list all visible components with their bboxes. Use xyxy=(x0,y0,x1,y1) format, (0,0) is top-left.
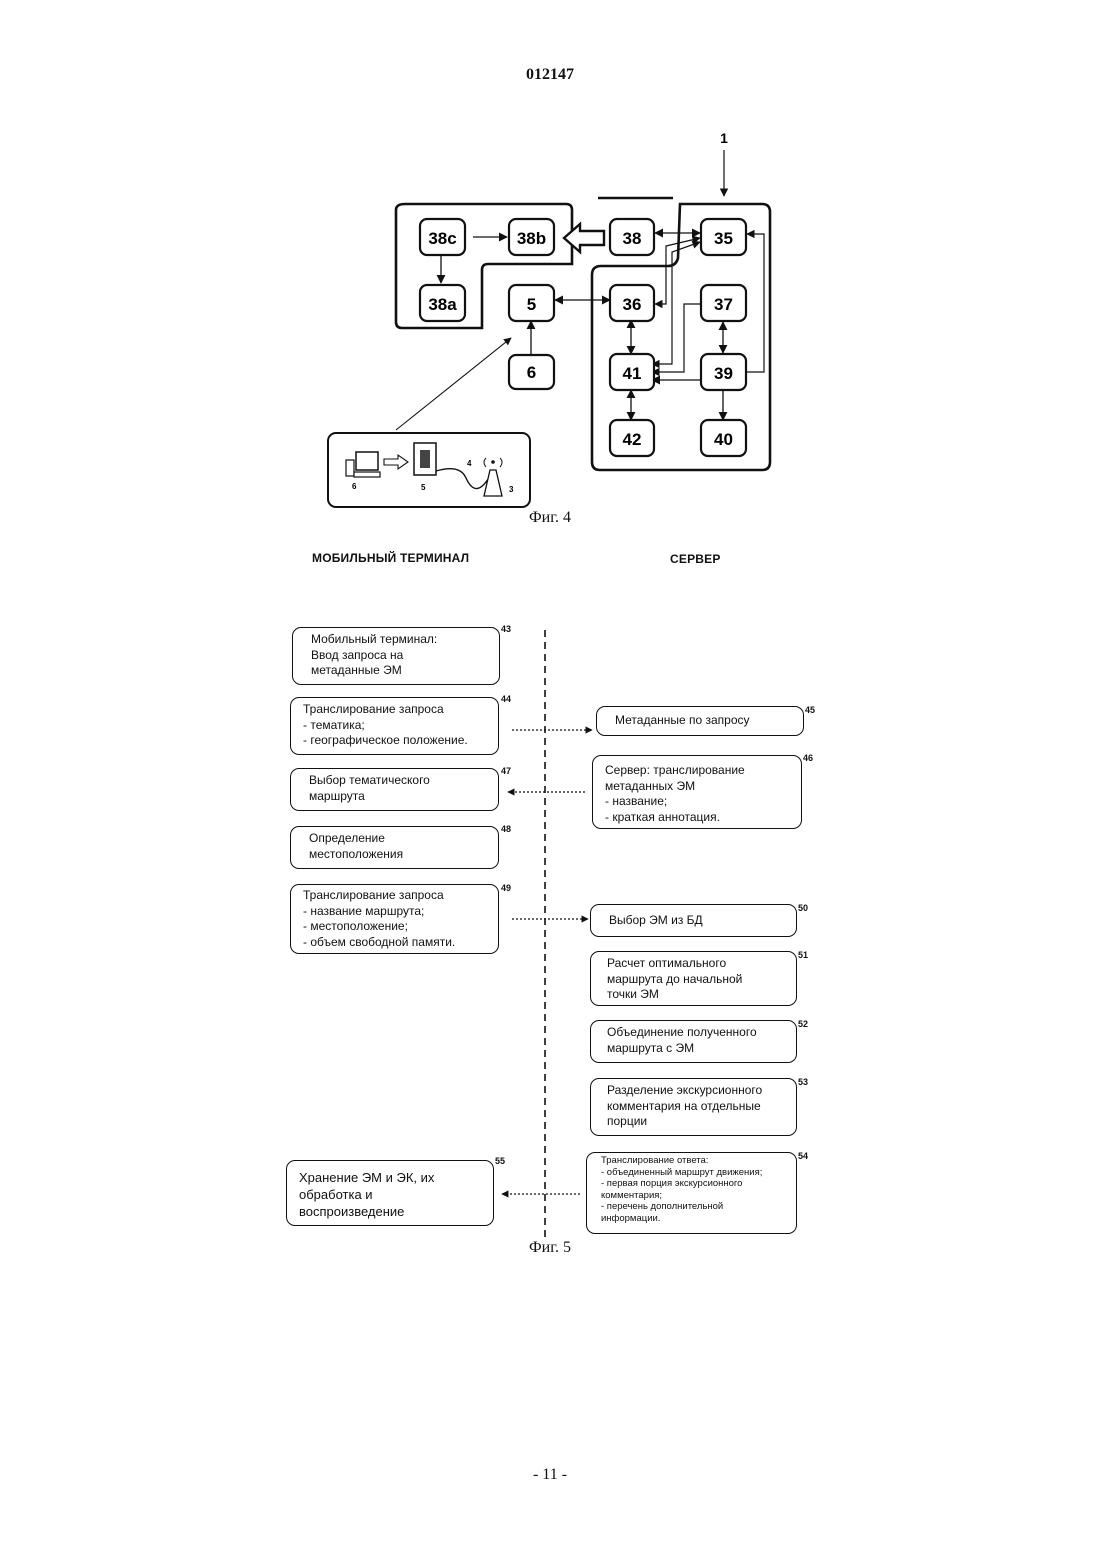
step-54-box: Транслирование ответа:- объединенный мар… xyxy=(586,1152,797,1234)
step-51-box: Расчет оптимальногомаршрута до начальной… xyxy=(590,951,797,1006)
svg-text:35: 35 xyxy=(714,229,733,248)
block-38b: 38b xyxy=(509,219,554,255)
step-47-ref: 47 xyxy=(501,766,511,776)
svg-text:38: 38 xyxy=(623,229,642,248)
svg-text:39: 39 xyxy=(714,364,733,383)
step-46-ref: 46 xyxy=(803,753,813,763)
step-53-ref: 53 xyxy=(798,1077,808,1087)
block-35: 35 xyxy=(701,219,746,255)
page-number: - 11 - xyxy=(0,1466,1100,1484)
block-39: 39 xyxy=(701,354,746,390)
figure-5-connectors xyxy=(0,600,1100,1250)
step-43-box: Мобильный терминал:Ввод запроса наметада… xyxy=(292,627,500,685)
svg-text:6: 6 xyxy=(527,363,536,382)
block-37: 37 xyxy=(701,285,746,321)
block-41: 41 xyxy=(610,354,654,390)
pointer-label: 1 xyxy=(720,130,728,146)
inset-label-server: 5 xyxy=(421,483,426,492)
block-38c: 38c xyxy=(420,219,465,255)
svg-text:42: 42 xyxy=(623,430,642,449)
block-38a: 38a xyxy=(420,285,465,321)
block-42: 42 xyxy=(610,420,654,456)
figure-4-diagram: 1 6 5 4 3 38c 38b 38a 38 35 5 36 37 6 41… xyxy=(0,0,1100,540)
svg-text:5: 5 xyxy=(527,295,536,314)
svg-text:40: 40 xyxy=(714,430,733,449)
transfer-arrow xyxy=(564,224,604,252)
step-52-ref: 52 xyxy=(798,1019,808,1029)
figure-4-caption: Фиг. 4 xyxy=(490,509,610,527)
step-50-ref: 50 xyxy=(798,903,808,913)
step-45-box: Метаданные по запросу xyxy=(596,706,804,736)
step-55-box: Хранение ЭМ и ЭК, ихобработка ивоспроизв… xyxy=(286,1160,494,1226)
step-44-ref: 44 xyxy=(501,694,511,704)
step-55-ref: 55 xyxy=(495,1156,505,1166)
step-44-box: Транслирование запроса- тематика;- геогр… xyxy=(290,697,499,755)
column-heading-mobile: МОБИЛЬНЫЙ ТЕРМИНАЛ xyxy=(312,551,469,565)
svg-text:36: 36 xyxy=(623,295,642,314)
svg-text:38b: 38b xyxy=(517,229,546,248)
svg-text:37: 37 xyxy=(714,295,733,314)
step-46-box: Сервер: транслированиеметаданных ЭМ- наз… xyxy=(592,755,802,829)
inset-label-antenna: 3 xyxy=(509,485,514,494)
step-53-box: Разделение экскурсионногокомментария на … xyxy=(590,1078,797,1136)
block-36: 36 xyxy=(610,285,654,321)
step-47-box: Выбор тематическогомаршрута xyxy=(290,768,499,811)
svg-text:38c: 38c xyxy=(428,229,456,248)
inset-label-pc: 6 xyxy=(352,482,357,491)
block-5: 5 xyxy=(509,285,554,321)
server-icon xyxy=(414,443,436,475)
step-50-box: Выбор ЭМ из БД xyxy=(590,904,797,937)
column-heading-server: СЕРВЕР xyxy=(670,552,721,566)
step-54-ref: 54 xyxy=(798,1151,808,1161)
inset-label-cable: 4 xyxy=(467,459,472,468)
step-49-box: Транслирование запроса- название маршрут… xyxy=(290,884,499,954)
step-49-ref: 49 xyxy=(501,883,511,893)
step-48-ref: 48 xyxy=(501,824,511,834)
svg-text:41: 41 xyxy=(623,364,642,383)
svg-text:38a: 38a xyxy=(428,295,457,314)
step-48-box: Определениеместоположения xyxy=(290,826,499,869)
block-38: 38 xyxy=(610,219,654,255)
figure-5-caption: Фиг. 5 xyxy=(490,1239,610,1257)
step-43-ref: 43 xyxy=(501,624,511,634)
block-6: 6 xyxy=(509,355,554,389)
step-45-ref: 45 xyxy=(805,705,815,715)
block-40: 40 xyxy=(701,420,746,456)
step-51-ref: 51 xyxy=(798,950,808,960)
step-52-box: Объединение полученногомаршрута с ЭМ xyxy=(590,1020,797,1063)
